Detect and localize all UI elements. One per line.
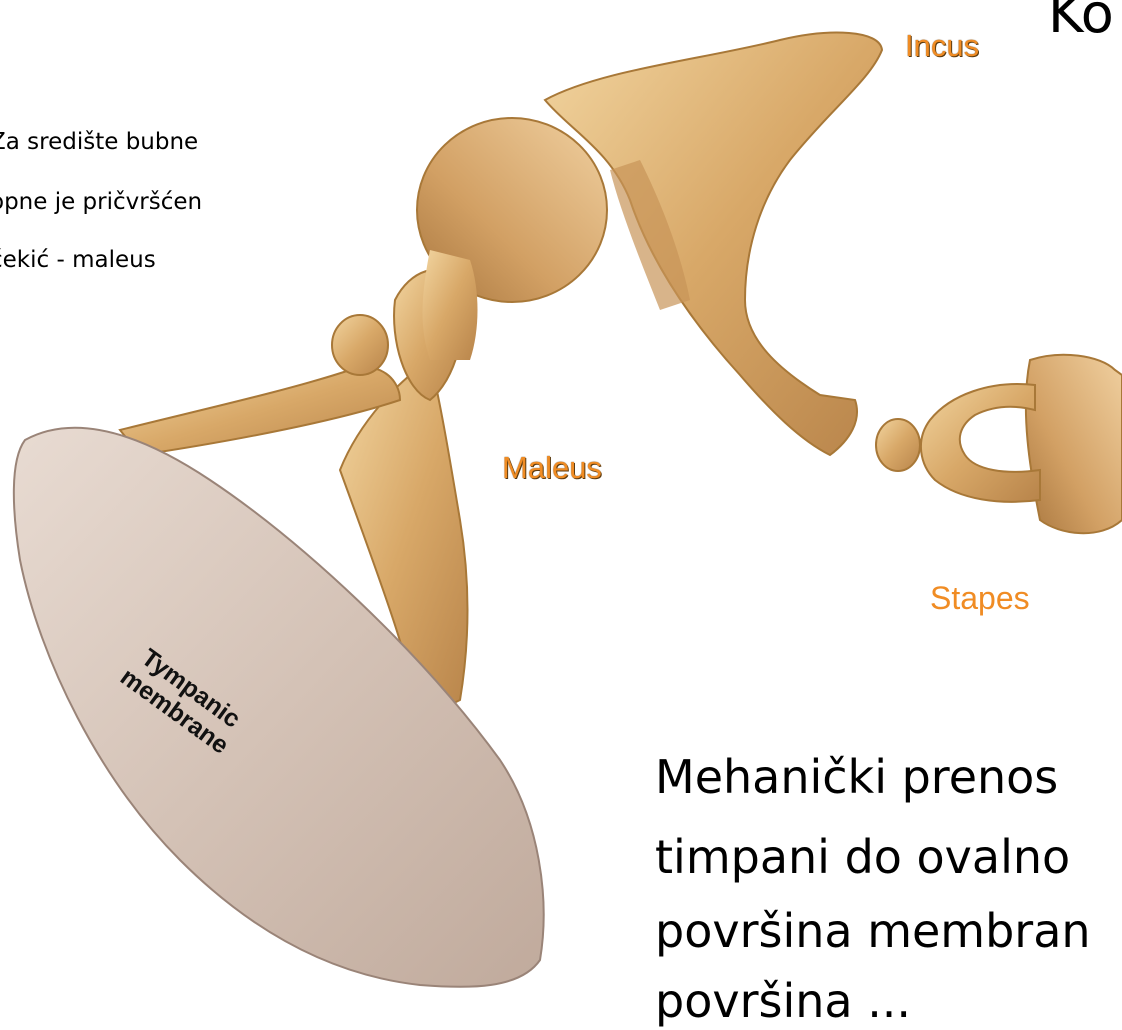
incus-label: Incus — [905, 28, 979, 64]
body-line-2: timpani do ovalno — [655, 828, 1070, 886]
stapes-bone — [876, 355, 1122, 533]
maleus-label: Maleus — [502, 450, 602, 486]
note-line-3: čekić - maleus — [0, 244, 156, 276]
ossicles-diagram: Ko Za središte bubne opne je pričvršćen … — [0, 0, 1122, 989]
slide-title-fragment: Ko — [1048, 0, 1114, 45]
stapes-label: Stapes — [930, 580, 1030, 617]
tympanic-membrane-shape — [14, 428, 544, 987]
note-line-2: opne je pričvršćen — [0, 186, 202, 218]
body-line-1: Mehanički prenos — [655, 748, 1058, 806]
body-line-4: površina ... — [655, 972, 911, 1030]
note-line-1: Za središte bubne — [0, 126, 198, 158]
body-line-3: površina membran — [655, 902, 1091, 960]
